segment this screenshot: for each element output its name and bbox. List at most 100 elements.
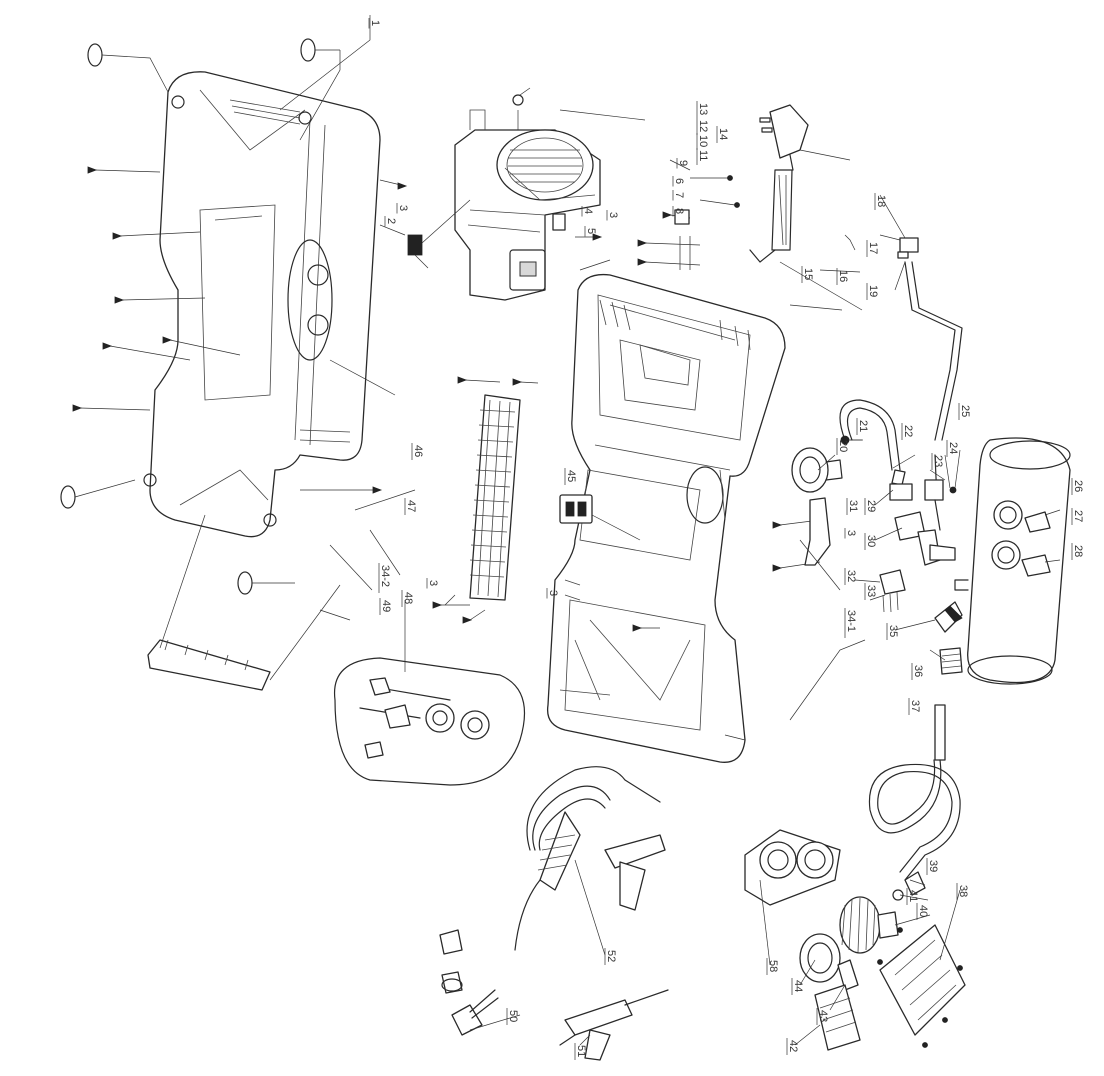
callout-text: 22: [902, 425, 914, 437]
callout-text: 15: [802, 268, 814, 280]
callout-text: 52: [605, 950, 617, 962]
callout-text: 34-1: [845, 610, 857, 632]
motor-assembly: [454, 87, 601, 301]
callout-c16: 16: [836, 268, 849, 285]
callout-c34b: 34-2: [378, 563, 391, 593]
callout-c20: 20: [836, 438, 849, 455]
callout-c36: 36: [911, 663, 924, 680]
callout-c58: 58: [766, 958, 779, 975]
callout-text: 50: [507, 1010, 519, 1022]
part-38-base-plate: [877, 924, 966, 1048]
part-32-33-valve: [879, 569, 906, 613]
callout-c39: 39: [926, 858, 939, 875]
callout-c3a: 3: [396, 203, 409, 214]
callout-c26: 26: [1071, 478, 1084, 495]
part-2-block: [407, 199, 471, 269]
callout-text: 34-2: [379, 565, 391, 587]
callout-c22: 22: [901, 423, 914, 440]
callout-text: 8: [673, 208, 685, 214]
callout-text: 3: [397, 205, 409, 211]
rubber-feet: [60, 38, 341, 595]
callout-text: 26: [1072, 480, 1084, 492]
callout-text: 42: [787, 1040, 799, 1052]
callout-c10: 10: [696, 133, 709, 150]
callout-text: 17: [867, 242, 879, 254]
part-47-grille: [457, 376, 539, 624]
callout-text: 12: [697, 120, 709, 132]
callout-c3d: 3: [426, 578, 439, 589]
callout-c19: 19: [866, 283, 879, 300]
callout-c35: 35: [886, 623, 899, 640]
callout-c30: 30: [864, 533, 877, 550]
part-52-air-gun: [514, 766, 666, 951]
callout-text: 9: [677, 160, 689, 166]
callout-c7: 7: [672, 190, 685, 201]
callout-text: 29: [865, 500, 877, 512]
callout-c41: 41: [906, 888, 919, 905]
callout-c48: 48: [401, 590, 414, 607]
callout-text: 7: [673, 192, 685, 198]
callout-c2: 2: [384, 216, 397, 227]
part-51-blow-gun: [559, 989, 669, 1061]
callout-c3e: 3: [546, 588, 559, 599]
part-58-gauge-housing: [744, 829, 841, 906]
part-20-pressure-gauge: [791, 435, 862, 493]
part-40-regulator-knob: [839, 896, 899, 954]
callout-text: 19: [867, 285, 879, 297]
callout-c34a: 34-1: [844, 608, 857, 638]
callout-text: 47: [405, 500, 417, 512]
callout-c29: 29: [864, 498, 877, 515]
part-4-5-fittings: [552, 213, 603, 241]
right-housing-shell: [546, 273, 786, 763]
part-45-switch: [559, 494, 641, 541]
callout-c42: 42: [786, 1038, 799, 1055]
callout-c52: 52: [604, 948, 617, 965]
callout-text: 27: [1072, 510, 1084, 522]
callout-c5: 5: [584, 226, 597, 237]
power-cord-plug: [749, 104, 851, 263]
callout-c31: 31: [846, 498, 859, 515]
callout-c1: 1: [368, 18, 381, 29]
pressure-pipe-19: [897, 237, 963, 441]
callout-c17a: 17: [866, 240, 879, 257]
wiring-small-parts: [637, 175, 740, 270]
part-43-connector: [837, 959, 859, 991]
callout-c44: 44: [791, 978, 804, 995]
callout-text: 3: [427, 580, 439, 586]
callout-text: 41: [907, 890, 919, 902]
callout-text: 10: [697, 135, 709, 147]
callout-c23: 23: [931, 453, 944, 470]
callout-c9: 9: [676, 158, 689, 169]
callout-c37: 37: [908, 698, 921, 715]
callout-c15: 15: [801, 266, 814, 283]
callout-c12: 12: [696, 118, 709, 135]
part-41-39-fittings: [892, 871, 926, 901]
callout-c40: 40: [916, 903, 929, 920]
callout-c43: 43: [816, 1008, 829, 1025]
callout-c11: 11: [696, 148, 709, 165]
callout-c21: 21: [856, 418, 869, 435]
callout-text: 6: [673, 178, 685, 184]
callout-text: 48: [402, 592, 414, 604]
callout-c46: 46: [411, 443, 424, 460]
callout-text: 2: [385, 218, 397, 224]
part-49-bracket: [147, 514, 341, 691]
callout-text: 18: [875, 195, 887, 207]
callout-text: 11: [697, 150, 709, 161]
part-37-hose: [868, 704, 961, 881]
callout-c28: 28: [1071, 543, 1084, 560]
valve-block-29-30: [889, 454, 957, 566]
callout-text: 13: [697, 103, 709, 115]
callout-text: 25: [959, 405, 971, 417]
callout-text: 45: [565, 470, 577, 482]
callout-c18: 18: [874, 193, 887, 210]
callout-text: 58: [767, 960, 779, 972]
callout-text: 36: [912, 665, 924, 677]
callout-c38: 38: [956, 883, 969, 900]
callout-c25: 25: [958, 403, 971, 420]
callout-text: 14: [717, 128, 729, 140]
callout-c3b: 3: [606, 210, 619, 221]
